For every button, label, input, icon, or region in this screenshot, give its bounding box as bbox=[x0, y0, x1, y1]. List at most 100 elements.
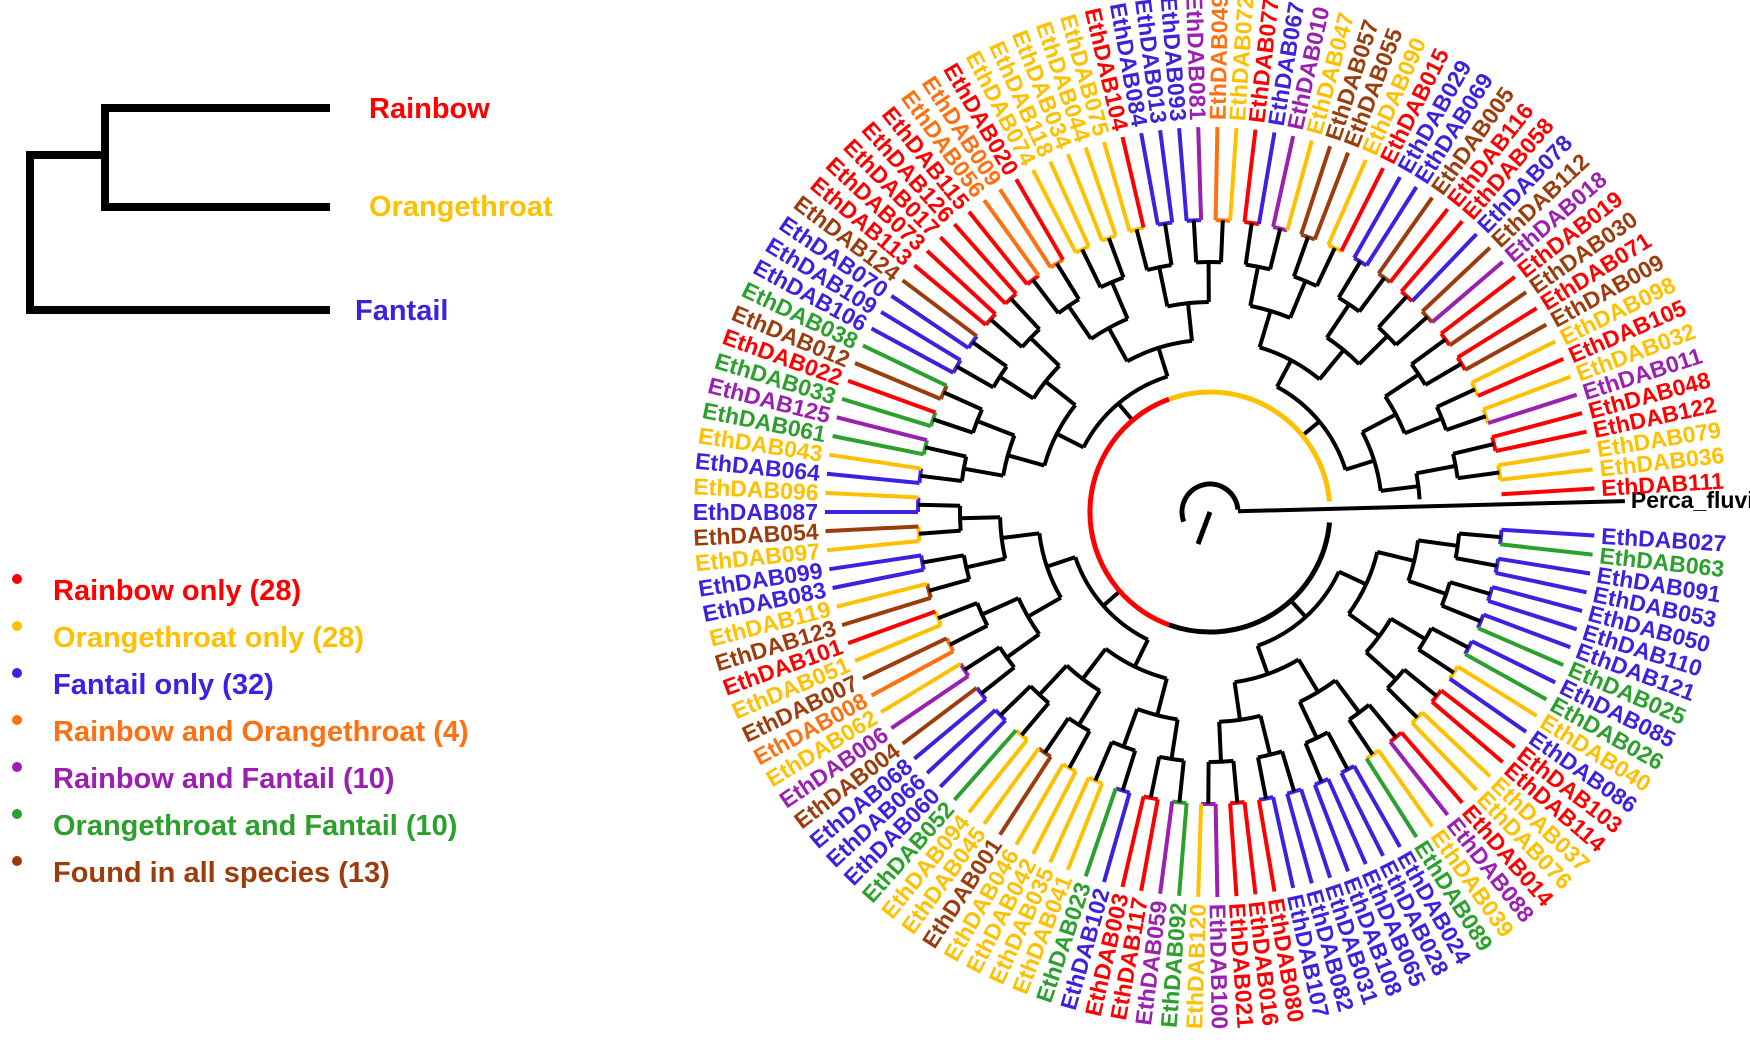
leaf-branch bbox=[825, 490, 919, 500]
tree-branch bbox=[1325, 303, 1351, 339]
tree-branch bbox=[1055, 262, 1081, 301]
tree-branch bbox=[1219, 220, 1225, 263]
leaf-branch bbox=[1242, 801, 1258, 895]
leaf-branch bbox=[1065, 153, 1104, 242]
tree-branch bbox=[1009, 297, 1041, 331]
tree-arc bbox=[1089, 316, 1129, 341]
tree-branch bbox=[1361, 412, 1397, 434]
root-ring-black bbox=[1168, 522, 1332, 635]
leaf-branch bbox=[1495, 429, 1587, 454]
tree-arc bbox=[1414, 472, 1422, 500]
leaf-branch bbox=[1031, 770, 1078, 855]
leaf-branch bbox=[982, 199, 1041, 277]
leaf-branch bbox=[925, 249, 997, 316]
tree-branch bbox=[1289, 599, 1308, 619]
leaf-branch bbox=[1256, 799, 1277, 892]
leaf-branch bbox=[1376, 749, 1434, 828]
legend-item-fantail-only: Fantail only (32) bbox=[53, 669, 274, 701]
leaf-branch bbox=[982, 747, 1041, 825]
tree-branch bbox=[937, 601, 978, 621]
leaf-branch bbox=[925, 708, 997, 775]
tree-branch bbox=[1296, 658, 1320, 694]
tree-branch bbox=[1157, 266, 1170, 307]
tree-branch bbox=[1303, 742, 1324, 783]
leaf-branch bbox=[854, 623, 942, 663]
leaf-branch bbox=[1014, 178, 1065, 261]
leaf-label: EthDAB054 bbox=[693, 519, 820, 551]
leaf-branch bbox=[1083, 787, 1118, 878]
tree-branch bbox=[1449, 580, 1491, 596]
legend-dot-rainbow-orangethroat bbox=[12, 715, 22, 725]
leaf-branch bbox=[1439, 275, 1517, 336]
tree-branch bbox=[1268, 228, 1283, 270]
tree-branch bbox=[1043, 716, 1071, 754]
tree-arc bbox=[1257, 749, 1283, 760]
tree-branch bbox=[1110, 281, 1130, 320]
leaf-branch bbox=[1482, 374, 1572, 412]
leaf-branch bbox=[1464, 322, 1548, 372]
leaf-branch bbox=[1420, 246, 1492, 313]
legend-dot-fantail-only bbox=[12, 668, 22, 678]
tree-branch bbox=[1430, 626, 1470, 650]
leaf-branch bbox=[1177, 128, 1189, 222]
tree-branch bbox=[1357, 276, 1387, 313]
leaf-branch bbox=[826, 471, 920, 485]
leaf-branch bbox=[1326, 159, 1368, 246]
legend-item-rainbow-orangethroat: Rainbow and Orangethroat (4) bbox=[53, 716, 469, 748]
leaf-branch bbox=[826, 539, 920, 553]
tree-branch bbox=[1080, 248, 1103, 289]
tree-branch bbox=[981, 596, 1020, 617]
tree-branch bbox=[1101, 589, 1122, 608]
tree-branch bbox=[1231, 760, 1240, 803]
leaf-branch bbox=[938, 718, 1007, 789]
tree-branch bbox=[1243, 222, 1254, 265]
tree-branch bbox=[928, 577, 970, 593]
tree-branch bbox=[1416, 463, 1457, 476]
leaf-branch bbox=[880, 662, 962, 714]
leaf-branch bbox=[1501, 527, 1595, 538]
tree-branch bbox=[1026, 595, 1062, 619]
tree-branch bbox=[1001, 531, 1040, 540]
leaf-branch bbox=[836, 581, 928, 609]
leaf-branch bbox=[1339, 771, 1385, 857]
outgroup-label: Perca_fluviatilis bbox=[1631, 487, 1750, 513]
leaf-branch bbox=[967, 210, 1029, 286]
tree-branch bbox=[1297, 701, 1319, 739]
tree-branch bbox=[1248, 266, 1260, 307]
leaf-branch bbox=[998, 755, 1053, 836]
tree-branch bbox=[1163, 223, 1174, 266]
tree-branch bbox=[1067, 730, 1092, 769]
leaf-branch bbox=[1139, 798, 1160, 892]
tree-branch bbox=[922, 553, 965, 565]
leaf-branch bbox=[1388, 207, 1450, 284]
tree-branch bbox=[1407, 579, 1447, 596]
legend-item-all-species: Found in all species (13) bbox=[53, 857, 390, 889]
tree-branch bbox=[1132, 638, 1150, 668]
leaf-branch bbox=[913, 697, 988, 761]
leaf-branch bbox=[1364, 757, 1419, 839]
tree-branch bbox=[1280, 750, 1297, 793]
tree-branch bbox=[1037, 664, 1069, 697]
tree-branch bbox=[1402, 668, 1438, 698]
tree-branch bbox=[942, 390, 983, 412]
leaf-branch bbox=[1482, 612, 1572, 650]
leaf-branch bbox=[1213, 127, 1220, 221]
leaf-branch bbox=[1410, 232, 1478, 303]
tree-branch bbox=[1364, 650, 1398, 681]
legend-dot-rainbow-fantail bbox=[12, 762, 22, 772]
tree-branch bbox=[1107, 327, 1129, 363]
leaf-branch bbox=[1352, 176, 1402, 259]
tree-branch bbox=[1258, 715, 1273, 756]
tree-branch bbox=[1367, 703, 1398, 739]
root-ring-rainbow bbox=[1087, 396, 1170, 628]
tree-branch bbox=[1093, 741, 1114, 782]
species-label-orangethroat: Orangethroat bbox=[369, 191, 553, 223]
tree-arc bbox=[1166, 300, 1209, 309]
leaf-branch bbox=[1456, 306, 1538, 360]
leaf-branch bbox=[841, 396, 932, 429]
tree-branch bbox=[980, 665, 1016, 696]
tree-branch bbox=[1107, 237, 1126, 279]
leaf-branch bbox=[825, 524, 919, 534]
leaf-branch bbox=[847, 378, 937, 415]
tree-branch bbox=[1116, 402, 1135, 422]
